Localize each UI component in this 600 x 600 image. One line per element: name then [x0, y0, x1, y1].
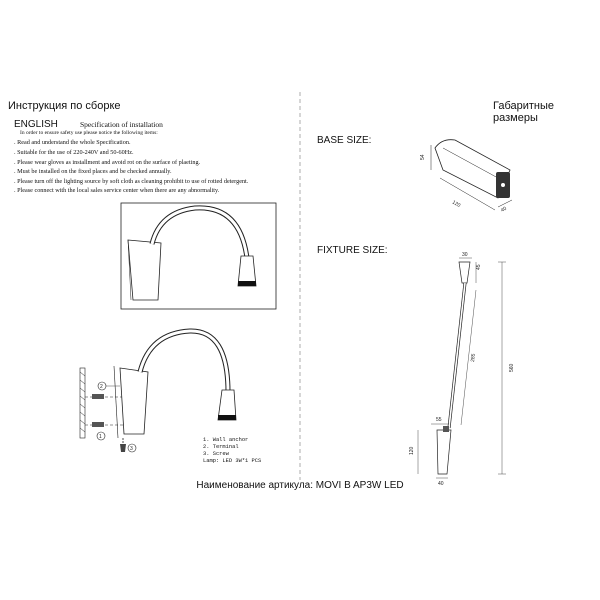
- callout-1: 1: [99, 434, 102, 440]
- base-length-dim: 120: [451, 200, 461, 209]
- language-label: ENGLISH: [14, 119, 58, 130]
- fixture-base-height-dim: 120: [409, 446, 415, 455]
- callout-3: 3: [130, 446, 133, 452]
- fixture-arm-dim: 285: [470, 353, 477, 362]
- legend-item: 1. Wall anchor: [203, 437, 249, 443]
- fixture-joint-dim: 55: [436, 417, 442, 423]
- instruction-item: . Please turn off the lighting source by…: [14, 178, 249, 185]
- base-height-dim: 54: [420, 154, 426, 160]
- legend-lamp: Lamp: LED 3W*1 PCS: [203, 458, 262, 464]
- spec-intro: In order to ensure safety use please not…: [20, 130, 158, 136]
- instruction-item: . Must be installed on the fixed places …: [14, 168, 172, 175]
- assembly-instructions-title: Инструкция по сборке: [8, 100, 121, 112]
- instruction-item: . Suitable for the use of 220-240V and 5…: [14, 149, 134, 156]
- instruction-item: . Please wear gloves as installment and …: [14, 159, 201, 166]
- article-name: Наименование артикула: MOVI B AP3W LED: [196, 480, 404, 491]
- legend-item: 2. Terminal: [203, 444, 239, 450]
- instruction-item: . Read and understand the whole Specific…: [14, 139, 131, 146]
- parts-legend: 1. Wall anchor 2. Terminal 3. Screw Lamp…: [203, 437, 261, 465]
- spec-title: Specification of installation: [80, 120, 163, 129]
- fixture-head-width-dim: 30: [462, 252, 468, 258]
- fixture-total-dim: 560: [509, 363, 515, 372]
- fixture-base-width-dim: 40: [438, 481, 444, 487]
- fixture-head-height-dim: 45: [476, 264, 482, 270]
- base-width-dim: 40: [500, 206, 508, 214]
- fixture-size-label: FIXTURE SIZE:: [317, 245, 388, 256]
- instruction-item: . Please connect with the local sales se…: [14, 187, 220, 194]
- dimensions-title: Габаритные размеры: [493, 100, 555, 124]
- base-size-label: BASE SIZE:: [317, 135, 372, 146]
- legend-item: 3. Screw: [203, 451, 229, 457]
- callout-2: 2: [100, 384, 103, 390]
